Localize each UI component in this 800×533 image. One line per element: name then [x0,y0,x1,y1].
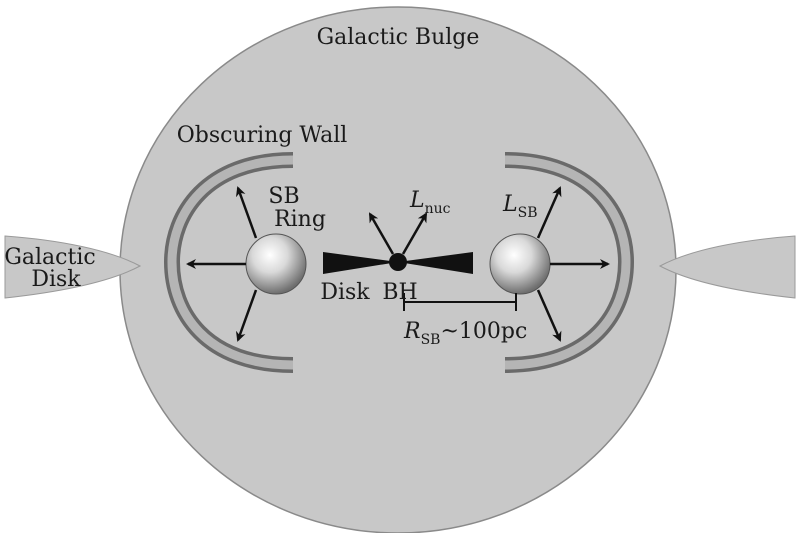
galactic-disk-left [4,235,142,299]
l-nuc-label: Lnuc [409,188,451,217]
galactic-disk-label-line2: Disk [31,267,81,292]
arrow-right-up [536,186,562,239]
arrow-right-down [536,289,562,342]
galactic-disk-label-line1: Galactic [4,245,95,270]
galactic-disk-right [658,235,796,299]
l-sb-label: LSB [502,192,538,221]
arrow-left-up [236,186,258,239]
sb-ring-label-line1: SB [268,184,299,209]
sb-ring-label-line2: Ring [274,207,326,232]
galactic-bulge-label: Galactic Bulge [317,25,480,50]
sb-ring-sphere-right [489,233,551,295]
arrow-nuc-left [368,212,395,255]
disk-label: Disk [320,280,370,305]
obscuring-wall-label: Obscuring Wall [177,123,348,148]
accretion-disk [323,252,473,274]
bh-label: BH [382,280,417,305]
r-sb-label: RSB~100pc [403,319,527,348]
arrow-left-down [236,289,258,342]
arrow-nuc-right [401,212,428,255]
sb-ring-sphere-left [245,233,307,295]
black-hole [389,253,407,271]
